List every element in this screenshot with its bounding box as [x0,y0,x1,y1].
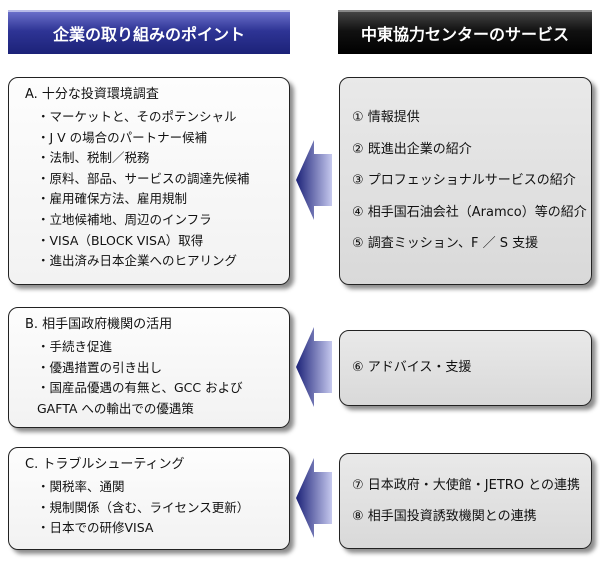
list-item: ・規制関係（含む、ライセンス更新） [37,499,250,515]
service-item: ⑦ 日本政府・大使館・JETRO との連携 [352,477,581,493]
section-b-title: B. 相手国政府機関の活用 [25,317,173,332]
service-item: ⑥ アドバイス・支援 [352,360,472,376]
header-corporate-points: 企業の取り組みのポイント [8,10,290,54]
list-item: ・原料、部品、サービスの調達先候補 [37,170,250,186]
list-item-continuation: GAFTA への輸出での優遇策 [37,400,194,416]
list-item: ・雇用確保方法、雇用規制 [37,191,188,207]
list-item: ・進出済み日本企業へのヒアリング [37,253,238,269]
section-a-list: ・マーケットと、そのポテンシャル ・J V の場合のパートナー候補 ・法制、税制… [25,107,289,272]
section-c-services-box: ⑦ 日本政府・大使館・JETRO との連携 ⑧ 相手国投資誘致機関との連携 [339,453,592,549]
list-item: ・手続き促進 [37,339,113,354]
list-item: ・法制、税制／税務 [37,150,150,166]
service-item: ③ プロフェッショナルサービスの紹介 [352,173,576,189]
section-a-services-box: ① 情報提供 ② 既進出企業の紹介 ③ プロフェッショナルサービスの紹介 ④ 相… [339,77,592,285]
service-item: ② 既進出企業の紹介 [352,141,472,157]
section-a-title: A. 十分な投資環境調査 [25,87,159,102]
arrow-left-icon [296,140,332,220]
list-item: ・マーケットと、そのポテンシャル [37,109,237,124]
list-item: ・優遇措置の引き出し [37,359,163,375]
section-a-box: A. 十分な投資環境調査 ・マーケットと、そのポテンシャル ・J V の場合のパ… [8,77,290,285]
section-b-list: ・手続き促進 ・優遇措置の引き出し ・国産品優遇の有無と、GCC および GAF… [25,337,289,419]
list-item: ・日本での研修VISA [37,520,154,536]
service-item: ⑧ 相手国投資誘致機関との連携 [352,509,537,524]
section-b-box: B. 相手国政府機関の活用 ・手続き促進 ・優遇措置の引き出し ・国産品優遇の有… [8,307,290,428]
section-c-list: ・関税率、通関 ・規制関係（含む、ライセンス更新） ・日本での研修VISA [25,477,289,539]
service-item: ① 情報提供 [352,110,420,126]
section-b-services-box: ⑥ アドバイス・支援 [339,330,592,406]
list-item: ・立地候補地、周辺のインフラ [37,211,212,227]
list-item: ・関税率、通関 [37,479,125,494]
list-item: ・国産品優遇の有無と、GCC および [37,380,243,396]
service-item: ④ 相手国石油会社（Aramco）等の紹介 [352,204,587,220]
section-c-title: C. トラブルシューティング [25,457,185,472]
header-center-services: 中東協力センターのサービス [338,10,592,54]
section-c-box: C. トラブルシューティング ・関税率、通関 ・規制関係（含む、ライセンス更新）… [8,447,290,550]
list-item: ・VISA（BLOCK VISA）取得 [37,232,204,248]
service-item: ⑤ 調査ミッション、F ／ S 支援 [352,236,539,252]
list-item: ・J V の場合のパートナー候補 [37,129,208,145]
arrow-left-icon [296,327,332,407]
arrow-left-icon [296,458,332,538]
